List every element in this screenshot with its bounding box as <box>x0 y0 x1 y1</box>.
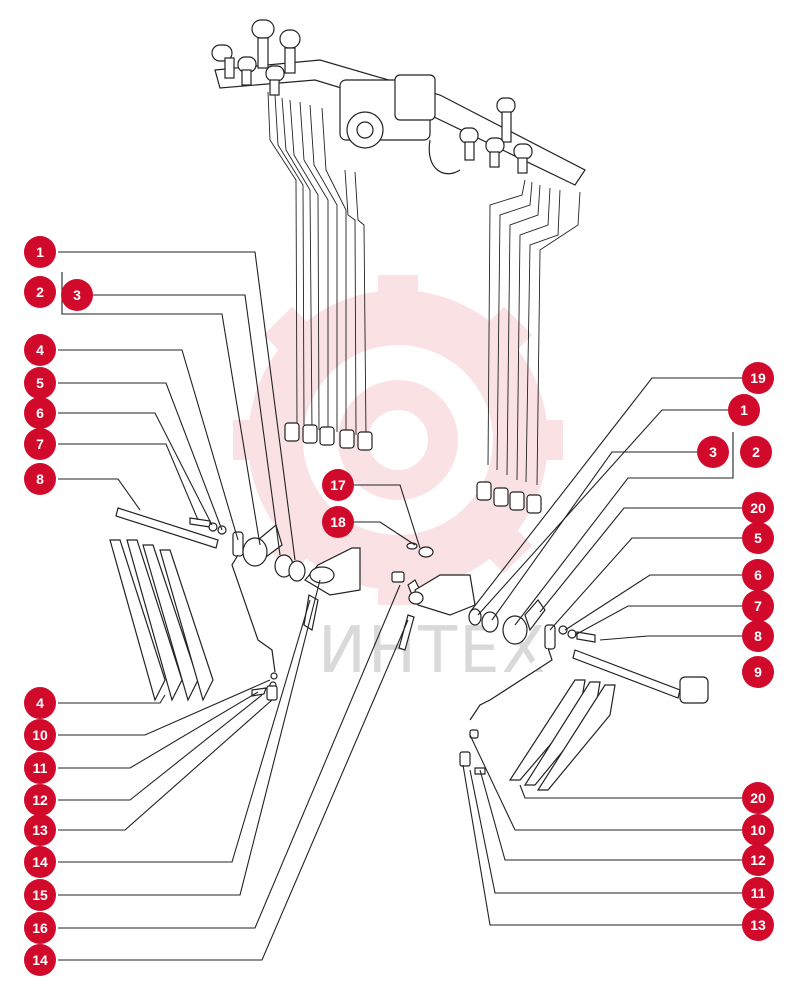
callout-left-4: 4 <box>24 334 56 366</box>
leader-lines <box>58 251 742 961</box>
svg-text:4: 4 <box>36 695 44 711</box>
callout-right-5: 5 <box>742 522 774 554</box>
callout-right-12: 12 <box>742 844 774 876</box>
svg-text:14: 14 <box>32 854 48 870</box>
callout-left-4b: 4 <box>24 687 56 719</box>
callout-left-7: 7 <box>24 428 56 460</box>
callout-left-5: 5 <box>24 367 56 399</box>
svg-text:3: 3 <box>73 287 81 303</box>
svg-text:9: 9 <box>754 664 762 680</box>
svg-text:12: 12 <box>32 792 48 808</box>
right-lever-assembly <box>408 574 709 791</box>
right-control-rods <box>476 179 581 514</box>
callout-right-11: 11 <box>742 877 774 909</box>
svg-text:5: 5 <box>36 375 44 391</box>
callout-right-13: 13 <box>742 909 774 941</box>
svg-text:5: 5 <box>754 530 762 546</box>
callout-right-20: 20 <box>742 492 774 524</box>
svg-text:7: 7 <box>36 436 44 452</box>
svg-text:15: 15 <box>32 887 48 903</box>
callout-left-11: 11 <box>24 752 56 784</box>
callout-left-15: 15 <box>24 879 56 911</box>
callout-center-17: 17 <box>322 469 354 501</box>
callout-right-6: 6 <box>742 559 774 591</box>
callout-left-16: 16 <box>24 912 56 944</box>
svg-text:10: 10 <box>750 822 766 838</box>
svg-text:8: 8 <box>36 471 44 487</box>
left-control-rods <box>267 91 373 451</box>
callout-left-8: 8 <box>24 463 56 495</box>
svg-text:20: 20 <box>750 790 766 806</box>
svg-text:10: 10 <box>32 727 48 743</box>
callout-right-8: 8 <box>742 620 774 652</box>
svg-text:16: 16 <box>32 920 48 936</box>
callout-center-18: 18 <box>322 506 354 538</box>
svg-text:14: 14 <box>32 952 48 968</box>
callout-right-1: 1 <box>728 394 760 426</box>
callouts-left: 1 2 3 4 5 6 7 8 4 10 11 12 13 14 15 16 1… <box>24 236 93 976</box>
svg-text:13: 13 <box>32 822 48 838</box>
callout-right-2: 2 <box>740 436 772 468</box>
svg-text:11: 11 <box>751 885 766 901</box>
callout-right-7: 7 <box>742 590 774 622</box>
svg-text:17: 17 <box>330 477 346 493</box>
callout-right-10: 10 <box>742 814 774 846</box>
callout-right-9: 9 <box>742 656 774 688</box>
callout-left-6: 6 <box>24 397 56 429</box>
callout-left-2: 2 <box>24 276 56 308</box>
callout-left-14: 14 <box>24 846 56 878</box>
svg-text:1: 1 <box>36 244 44 260</box>
callout-right-20b: 20 <box>742 782 774 814</box>
svg-text:7: 7 <box>754 598 762 614</box>
callouts-right: 19 1 3 2 20 5 6 7 8 9 20 10 12 11 13 <box>697 362 774 941</box>
svg-text:3: 3 <box>709 444 717 460</box>
callout-right-19: 19 <box>742 362 774 394</box>
callout-left-12: 12 <box>24 784 56 816</box>
svg-text:19: 19 <box>750 370 766 386</box>
svg-text:6: 6 <box>36 405 44 421</box>
svg-text:2: 2 <box>752 444 760 460</box>
svg-text:8: 8 <box>754 628 762 644</box>
callout-left-10: 10 <box>24 719 56 751</box>
svg-text:6: 6 <box>754 567 762 583</box>
control-valve-assembly <box>211 19 586 186</box>
callout-left-1: 1 <box>24 236 56 268</box>
svg-text:20: 20 <box>750 500 766 516</box>
svg-text:1: 1 <box>740 402 748 418</box>
callout-left-14b: 14 <box>24 944 56 976</box>
callout-left-3: 3 <box>61 279 93 311</box>
callout-left-13: 13 <box>24 814 56 846</box>
svg-text:11: 11 <box>33 760 48 776</box>
callout-right-3: 3 <box>697 436 729 468</box>
svg-text:18: 18 <box>330 514 346 530</box>
svg-text:4: 4 <box>36 342 44 358</box>
svg-text:12: 12 <box>750 852 766 868</box>
svg-text:13: 13 <box>750 917 766 933</box>
callouts-center: 17 18 <box>322 469 354 538</box>
svg-text:2: 2 <box>36 284 44 300</box>
